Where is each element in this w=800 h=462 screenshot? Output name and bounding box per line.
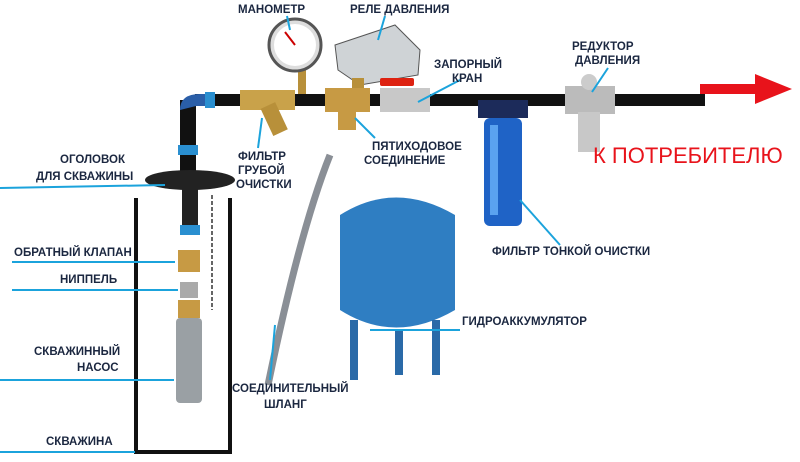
leader-lines bbox=[0, 15, 609, 453]
flow-arrow bbox=[700, 74, 792, 104]
check-valve bbox=[178, 250, 200, 272]
label-shutoff-valve-2: КРАН bbox=[452, 73, 482, 85]
label-nipple: НИППЕЛЬ bbox=[60, 274, 117, 286]
hydro-accumulator bbox=[340, 197, 455, 380]
nipple bbox=[180, 282, 198, 298]
label-to-consumer: К ПОТРЕБИТЕЛЮ bbox=[593, 143, 783, 168]
connecting-hose bbox=[264, 153, 334, 386]
label-hose-2: ШЛАНГ bbox=[264, 399, 307, 411]
well bbox=[134, 198, 232, 454]
label-shutoff-valve-1: ЗАПОРНЫЙ bbox=[434, 58, 502, 71]
label-pump-2: НАСОС bbox=[77, 362, 119, 374]
label-reducer-2: ДАВЛЕНИЯ bbox=[575, 55, 640, 67]
fine-filter bbox=[478, 100, 528, 226]
manometer bbox=[267, 17, 323, 94]
label-pump-1: СКВАЖИННЫЙ bbox=[34, 345, 120, 358]
label-manometer: МАНОМЕТР bbox=[238, 4, 305, 16]
label-wellhead-2: ДЛЯ СКВАЖИНЫ bbox=[36, 171, 133, 183]
label-check-valve: ОБРАТНЫЙ КЛАПАН bbox=[14, 246, 132, 259]
shutoff-valve bbox=[380, 78, 430, 112]
label-coarse-filter-3: ОЧИСТКИ bbox=[236, 179, 292, 191]
label-reducer-1: РЕДУКТОР bbox=[572, 41, 634, 53]
label-hose-1: СОЕДИНИТЕЛЬНЫЙ bbox=[232, 382, 349, 395]
pressure-reducer bbox=[565, 74, 615, 152]
label-five-way-1: ПЯТИХОДОВОЕ bbox=[372, 141, 462, 153]
label-coarse-filter-2: ГРУБОЙ bbox=[238, 164, 285, 177]
wellhead bbox=[145, 170, 235, 310]
label-coarse-filter-1: ФИЛЬТР bbox=[238, 151, 286, 163]
label-well: СКВАЖИНА bbox=[46, 436, 113, 448]
five-way-connector bbox=[325, 88, 370, 130]
label-fine-filter: ФИЛЬТР ТОНКОЙ ОЧИСТКИ bbox=[492, 245, 650, 258]
pump bbox=[176, 300, 202, 403]
label-five-way-2: СОЕДИНЕНИЕ bbox=[364, 155, 446, 167]
label-accumulator: ГИДРОАККУМУЛЯТОР bbox=[462, 316, 587, 328]
label-wellhead-1: ОГОЛОВОК bbox=[60, 154, 126, 166]
label-pressure-relay: РЕЛЕ ДАВЛЕНИЯ bbox=[350, 4, 449, 16]
coarse-filter bbox=[240, 90, 295, 137]
